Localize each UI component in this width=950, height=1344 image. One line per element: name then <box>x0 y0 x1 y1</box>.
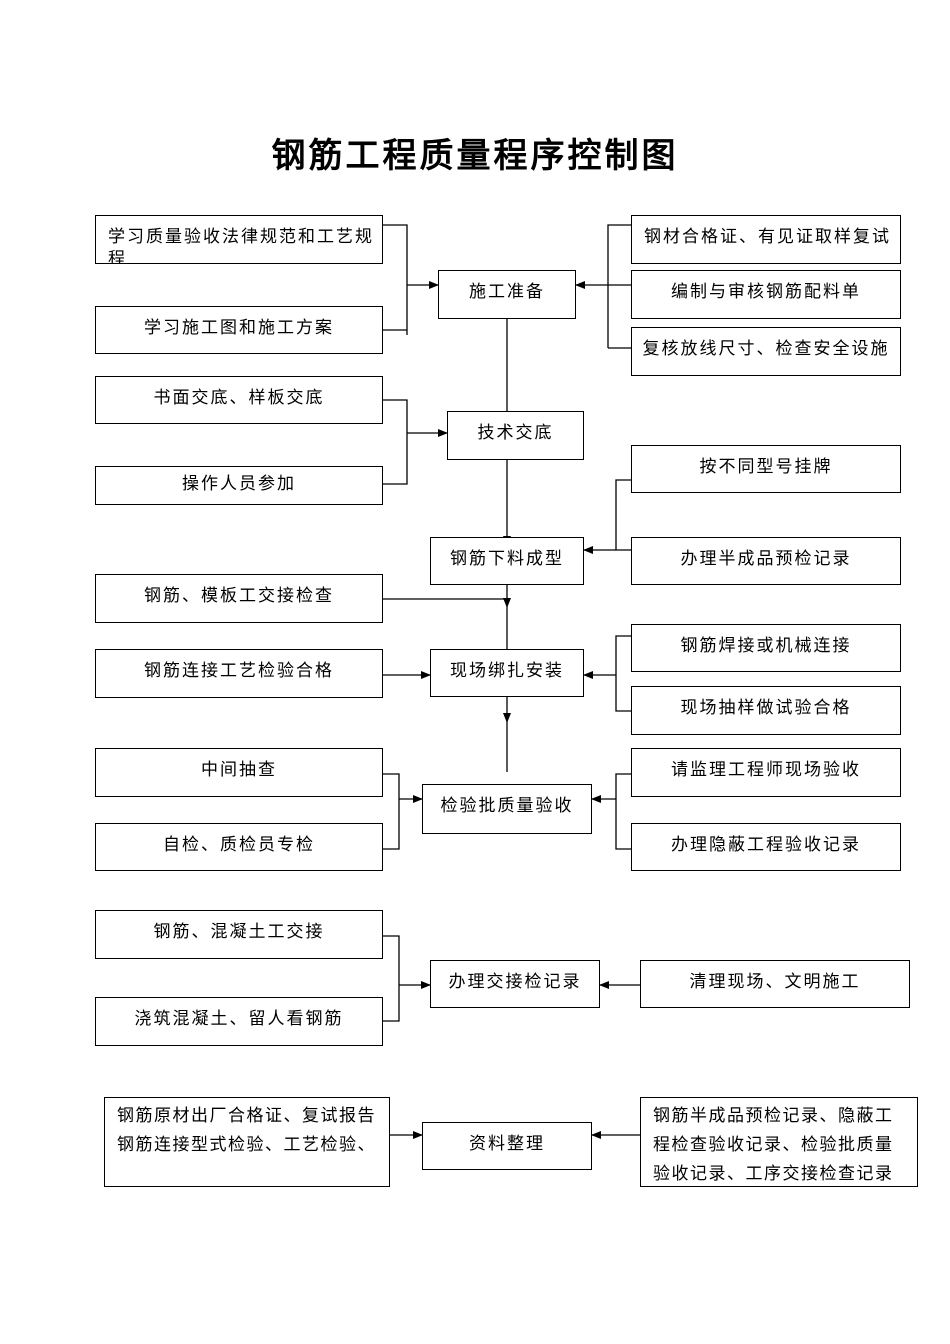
handover-record-node: 办理交接检记录 <box>430 960 600 1008</box>
pouring-watch-box: 浇筑混凝土、留人看钢筋 <box>95 997 383 1046</box>
formwork-handover-box: 钢筋、模板工交接检查 <box>95 574 383 623</box>
cleanup-box: 清理现场、文明施工 <box>640 960 910 1008</box>
supervisor-accept-box: 请监理工程师现场验收 <box>631 748 901 797</box>
tag-by-type-box: 按不同型号挂牌 <box>631 445 901 493</box>
semi-product-precheck-box: 办理半成品预检记录 <box>631 537 901 585</box>
welding-connection-box: 钢筋焊接或机械连接 <box>631 624 901 672</box>
technical-brief-node: 技术交底 <box>447 411 584 460</box>
study-rules-box: 学习质量验收法律规范和工艺规程 <box>95 215 383 264</box>
connection-test-box: 钢筋连接工艺检验合格 <box>95 649 383 698</box>
spot-check-box: 中间抽查 <box>95 748 383 797</box>
recheck-layout-box: 复核放线尺寸、检查安全设施 <box>631 327 901 376</box>
docs-left-line: 钢筋原材出厂合格证、复试报告 <box>117 1106 376 1126</box>
docs-right-line: 验收记录、工序交接检查记录 <box>653 1164 894 1184</box>
docs-right-line: 钢筋半成品预检记录、隐蔽工 <box>653 1106 894 1126</box>
docs-right-line: 程检查验收记录、检验批质量 <box>653 1135 894 1155</box>
study-drawings-box: 学习施工图和施工方案 <box>95 306 383 354</box>
binding-installation-node: 现场绑扎安装 <box>430 649 584 697</box>
operators-join-box: 操作人员参加 <box>95 466 383 505</box>
cutting-forming-node: 钢筋下料成型 <box>430 537 584 585</box>
docs-left-line: 钢筋连接型式检验、工艺检验、 <box>117 1135 376 1155</box>
steel-certificate-box: 钢材合格证、有见证取样复试 <box>631 215 901 264</box>
docs-right-box: 钢筋半成品预检记录、隐蔽工 程检查验收记录、检验批质量 验收记录、工序交接检查记… <box>640 1097 918 1187</box>
docs-left-box: 钢筋原材出厂合格证、复试报告 钢筋连接型式检验、工艺检验、 <box>104 1097 390 1187</box>
concrete-handover-box: 钢筋、混凝土工交接 <box>95 910 383 959</box>
self-check-box: 自检、质检员专检 <box>95 823 383 871</box>
material-list-box: 编制与审核钢筋配料单 <box>631 270 901 319</box>
construction-prep-node: 施工准备 <box>438 270 576 319</box>
sampling-test-box: 现场抽样做试验合格 <box>631 686 901 735</box>
batch-acceptance-node: 检验批质量验收 <box>422 784 592 834</box>
written-brief-box: 书面交底、样板交底 <box>95 376 383 424</box>
document-organization-node: 资料整理 <box>422 1122 592 1170</box>
concealed-record-box: 办理隐蔽工程验收记录 <box>631 823 901 871</box>
page-title: 钢筋工程质量程序控制图 <box>271 136 679 176</box>
